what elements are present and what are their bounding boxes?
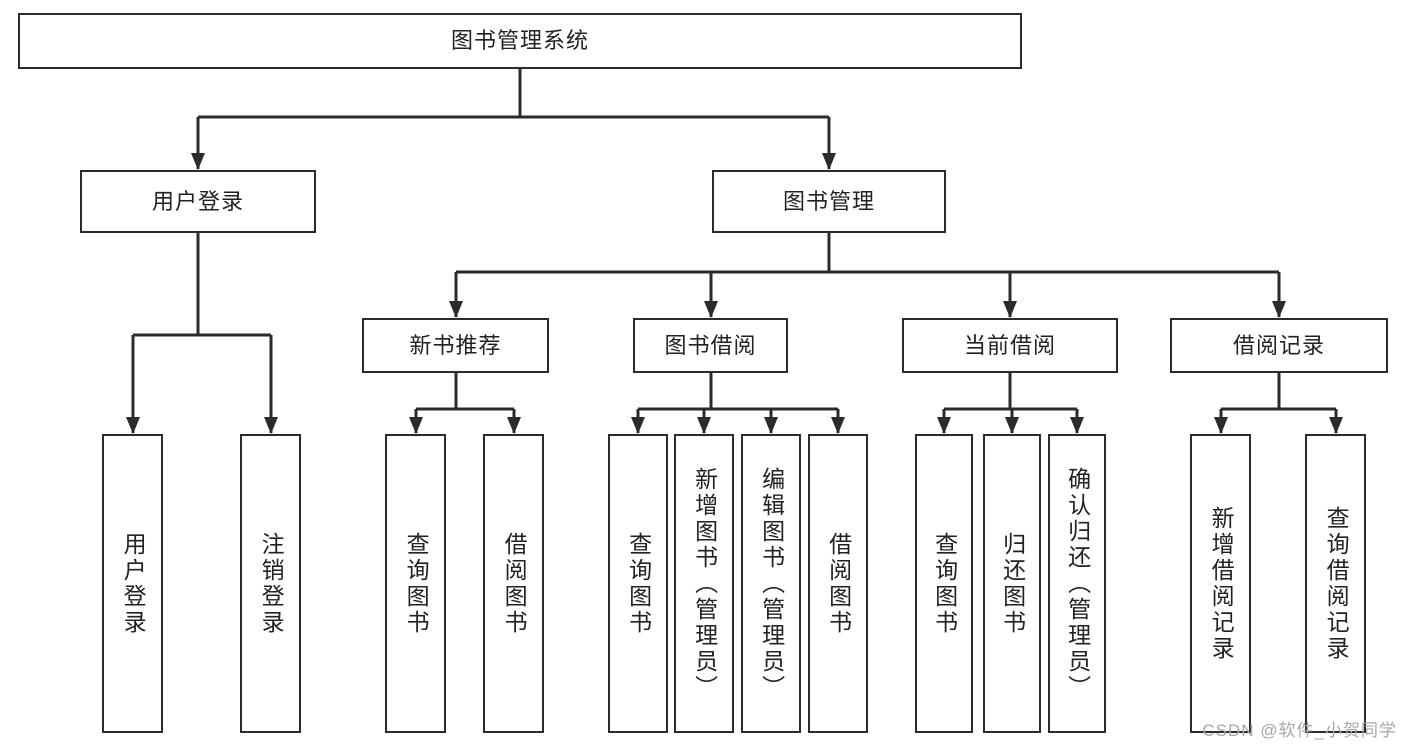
node-label: 借阅图书 — [501, 531, 528, 636]
node-label: 查询图书 — [625, 531, 652, 636]
node-current-borrow[interactable]: 当前借阅 — [902, 318, 1118, 373]
conn-book-borrow-arrow-leaf-borrow-book-2 — [831, 417, 845, 434]
node-label: 查询图书 — [931, 531, 958, 636]
node-leaf-query-book-3[interactable]: 查询图书 — [915, 434, 973, 733]
conn-user-login-arrow-leaf-logout — [264, 417, 278, 434]
conn-current-borrow-arrow-leaf-return-book — [1005, 417, 1019, 434]
node-label: 注销登录 — [258, 531, 285, 636]
node-leaf-borrow-book-2[interactable]: 借阅图书 — [808, 434, 868, 733]
conn-book-borrow-arrow-leaf-edit-book — [764, 417, 778, 434]
node-book-borrow[interactable]: 图书借阅 — [633, 318, 788, 373]
conn-root-arrow-book-manage — [822, 153, 836, 170]
node-label: 图书借阅 — [664, 332, 757, 358]
node-label: 查询图书 — [403, 531, 430, 636]
node-book-manage[interactable]: 图书管理 — [712, 170, 946, 233]
node-leaf-confirm-return[interactable]: 确认归还（管理员） — [1048, 434, 1106, 733]
conn-new-book-rec-arrow-leaf-query-book-1 — [409, 417, 423, 434]
conn-borrow-record-arrow-leaf-add-record — [1214, 417, 1228, 434]
conn-borrow-record-arrow-leaf-query-record — [1329, 417, 1343, 434]
node-leaf-add-book[interactable]: 新增图书（管理员） — [674, 434, 734, 733]
node-label: 用户登录 — [120, 531, 147, 636]
node-leaf-query-record[interactable]: 查询借阅记录 — [1305, 434, 1366, 733]
conn-book-borrow-arrow-leaf-query-book-2 — [631, 417, 645, 434]
conn-current-borrow-arrow-leaf-confirm-return — [1070, 417, 1084, 434]
node-label: 查询借阅记录 — [1323, 505, 1350, 662]
node-leaf-query-book-1[interactable]: 查询图书 — [385, 434, 446, 733]
node-label: 归还图书 — [999, 531, 1026, 636]
node-label: 确认归还（管理员） — [1064, 466, 1091, 701]
node-leaf-return-book[interactable]: 归还图书 — [983, 434, 1041, 733]
node-leaf-query-book-2[interactable]: 查询图书 — [608, 434, 668, 733]
node-borrow-record[interactable]: 借阅记录 — [1170, 318, 1388, 373]
node-label: 借阅图书 — [825, 531, 852, 636]
watermark-label: CSDN @软件_小贺同学 — [1202, 721, 1397, 740]
conn-book-manage-arrow-current-borrow — [1003, 301, 1017, 318]
node-label: 新书推荐 — [409, 332, 502, 358]
node-leaf-user-login[interactable]: 用户登录 — [102, 434, 163, 733]
node-leaf-borrow-book-1[interactable]: 借阅图书 — [483, 434, 544, 733]
conn-current-borrow-arrow-leaf-query-book-3 — [937, 417, 951, 434]
node-label: 图书管理 — [782, 188, 875, 214]
node-root[interactable]: 图书管理系统 — [18, 13, 1022, 69]
conn-user-login-arrow-leaf-user-login — [126, 417, 140, 434]
conn-book-manage-arrow-borrow-record — [1272, 301, 1286, 318]
conn-new-book-rec-arrow-leaf-borrow-book-1 — [507, 417, 521, 434]
node-label: 图书管理系统 — [450, 28, 589, 54]
node-label: 用户登录 — [151, 188, 244, 214]
node-label: 新增借阅记录 — [1208, 505, 1235, 662]
node-label: 编辑图书（管理员） — [758, 466, 785, 701]
conn-root-arrow-user-login — [191, 153, 205, 170]
node-label: 新增图书（管理员） — [691, 466, 718, 701]
node-label: 当前借阅 — [963, 332, 1056, 358]
conn-book-borrow-arrow-leaf-add-book — [697, 417, 711, 434]
node-leaf-add-record[interactable]: 新增借阅记录 — [1190, 434, 1251, 733]
node-new-book-rec[interactable]: 新书推荐 — [362, 318, 549, 373]
node-label: 借阅记录 — [1232, 332, 1325, 358]
node-leaf-edit-book[interactable]: 编辑图书（管理员） — [741, 434, 801, 733]
conn-book-manage-arrow-book-borrow — [704, 301, 718, 318]
node-user-login[interactable]: 用户登录 — [80, 170, 316, 233]
node-leaf-logout[interactable]: 注销登录 — [240, 434, 301, 733]
conn-book-manage-arrow-new-book-rec — [449, 301, 463, 318]
